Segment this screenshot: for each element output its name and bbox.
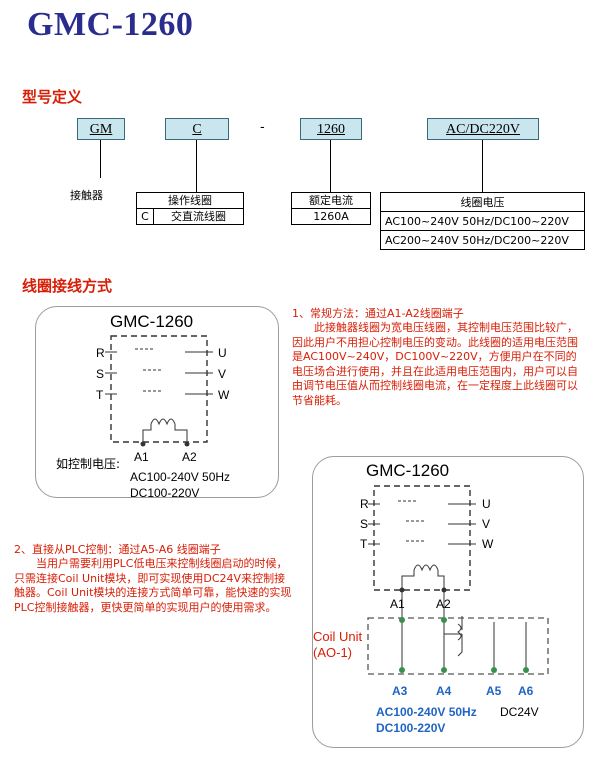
page-title: GMC-1260	[27, 6, 194, 43]
coil-op-desc: 交直流线圈	[153, 208, 244, 225]
coil-voltage-row: AC200~240V 50Hz/DC200~220V	[380, 230, 585, 250]
rated-current-value: 1260A	[291, 208, 371, 225]
diagram1-terminal-w: W	[218, 388, 230, 402]
diagram2-terminal-r: R	[360, 497, 369, 511]
code-dash: -	[260, 120, 265, 135]
code-c-box: C	[165, 118, 229, 140]
diagram1-voltage-dc: DC100-220V	[130, 486, 200, 500]
method1-body: 此接触器线圈为宽电压线圈，其控制电压范围比较广，因此用户不用担心控制电压的变动。…	[292, 321, 578, 407]
connector-line	[196, 140, 197, 192]
unit-terminal-a6: A6	[518, 684, 534, 698]
connector-line	[100, 140, 101, 178]
coil-voltage-row: AC100~240V 50Hz/DC100~220V	[380, 211, 585, 231]
coil-voltage-table: 线圈电压 AC100~240V 50Hz/DC100~220V AC200~24…	[380, 192, 585, 250]
diagram1-terminal-s: S	[96, 367, 105, 381]
coil-op-code: C	[136, 208, 154, 225]
diagram1-schematic	[105, 335, 213, 447]
coil-voltage-header: 线圈电压	[380, 192, 585, 212]
control-voltage-label: 如控制电压:	[56, 457, 121, 471]
diagram2-terminal-s: S	[360, 517, 369, 531]
diagram2-terminal-a2: A2	[436, 597, 451, 611]
model-definition-heading: 型号定义	[22, 88, 83, 106]
connector-line	[330, 140, 331, 192]
wiring-diagram-1	[35, 306, 279, 498]
code-1260-box: 1260	[300, 118, 362, 140]
connector-line	[482, 140, 483, 192]
diagram2-voltage-ac: AC100-240V 50Hz	[376, 705, 477, 719]
diagram1-terminal-t: T	[96, 388, 104, 402]
diagram1-terminal-a2: A2	[182, 450, 197, 464]
coil-op-header: 操作线圈	[136, 192, 244, 209]
diagram2-terminal-v: V	[482, 517, 491, 531]
diagram2-terminal-t: T	[360, 537, 368, 551]
method1-heading: 1、常规方法：通过A1-A2线圈端子	[292, 307, 464, 320]
wiring-diagram-2	[312, 456, 584, 748]
rated-current-header: 额定电流	[291, 192, 371, 209]
diagram2-voltage-dc: DC100-220V	[376, 721, 446, 735]
diagram2-title: GMC-1260	[366, 461, 450, 480]
diagram2-terminal-u: U	[482, 497, 491, 511]
method2-heading: 2、直接从PLC控制：通过A5-A6 线圈端子	[14, 543, 221, 556]
diagram1-title: GMC-1260	[110, 312, 194, 331]
diagram2-terminal-w: W	[482, 537, 494, 551]
coil-op-table: 操作线圈 C 交直流线圈	[136, 192, 244, 225]
rated-current-table: 额定电流 1260A	[291, 192, 371, 225]
code-voltage-box: AC/DC220V	[427, 118, 539, 140]
diagram1-terminal-v: V	[218, 367, 227, 381]
unit-terminal-a5: A5	[486, 684, 502, 698]
method2-body: 当用户需要利用PLC低电压来控制线圈启动的时候，只需连接Coil Unit模块，…	[14, 557, 292, 614]
diagram1-terminal-a1: A1	[134, 450, 149, 464]
gm-description: 接触器	[70, 189, 103, 202]
diagram2-voltage-dc24: DC24V	[500, 705, 539, 719]
diagram2-terminal-a1: A1	[390, 597, 405, 611]
coil-unit-label: Coil Unit	[313, 629, 363, 644]
code-gm-box: GM	[77, 118, 125, 140]
unit-terminal-a4: A4	[436, 684, 452, 698]
wiring-heading: 线圈接线方式	[22, 277, 113, 295]
diagram2-schematic	[367, 485, 549, 675]
unit-terminal-a3: A3	[392, 684, 408, 698]
coil-unit-model: (AO-1)	[313, 645, 352, 660]
diagram1-terminal-r: R	[96, 346, 105, 360]
diagram1-voltage-ac: AC100-240V 50Hz	[130, 470, 231, 484]
diagram1-terminal-u: U	[218, 346, 227, 360]
